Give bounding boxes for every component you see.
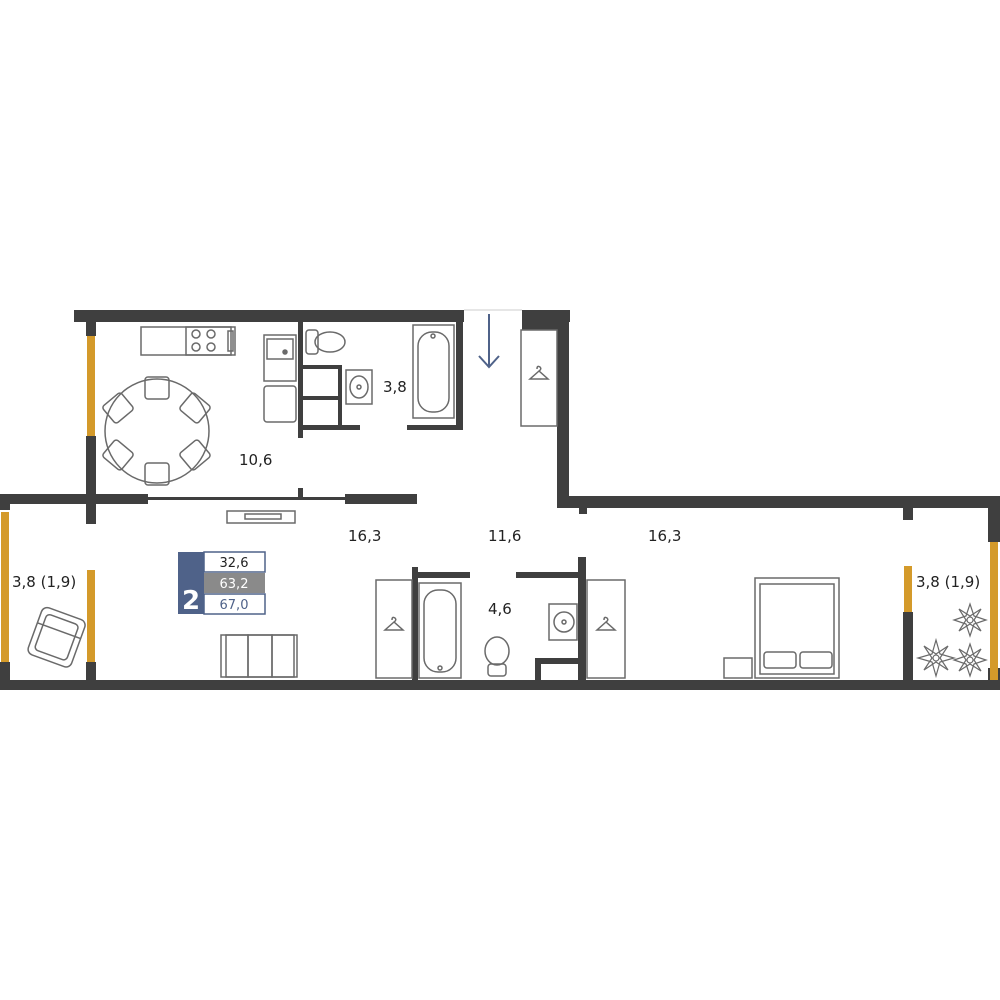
entrance-arrow-icon [478, 314, 500, 369]
living-area-label: 16,3 [348, 527, 381, 545]
balcony-right-area-label: 3,8 (1,9) [916, 573, 980, 591]
toilet-bottom-icon [484, 636, 510, 677]
bathtub-bottom-icon [418, 582, 462, 679]
area-summary-badge: 2 32,6 63,2 67,0 [178, 551, 266, 616]
tv-stand-icon [226, 510, 296, 524]
windows [1, 336, 998, 680]
sink-bottom-icon [548, 603, 578, 641]
kitchen-sink-icon [263, 334, 297, 423]
rooms-count-bg [178, 552, 204, 614]
sink-icon [345, 369, 373, 405]
kitchen-area-label: 10,6 [239, 451, 272, 469]
toilet-icon [305, 329, 346, 355]
walls [0, 310, 1000, 690]
total-area-value: 67,0 [220, 598, 249, 613]
hall-area-label: 11,6 [488, 527, 521, 545]
balcony-left-area-label: 3,8 (1,9) [12, 573, 76, 591]
balcony-left-window-outer [1, 512, 9, 662]
kitchen-window [87, 336, 95, 436]
bathroom-bottom-area-label: 4,6 [488, 600, 512, 618]
balcony-right-window-inner [904, 566, 912, 612]
balcony-left-window-inner [87, 570, 95, 662]
stove-icon [191, 329, 216, 352]
rooms-count: 2 [182, 586, 200, 616]
kitchen-counter [140, 326, 236, 356]
living-area-value: 32,6 [220, 556, 249, 571]
balcony-right-window-outer [990, 542, 998, 680]
bathroom-top-area-label: 3,8 [383, 378, 407, 396]
armchair-icon [27, 606, 86, 668]
wardrobe-top [520, 329, 558, 427]
nightstand-icon [723, 657, 753, 679]
bed-icon [754, 577, 840, 679]
bathtub-icon [412, 324, 455, 419]
area-without-balcony-value: 63,2 [220, 577, 249, 592]
sofa-icon [220, 634, 298, 678]
bedroom-area-label: 16,3 [648, 527, 681, 545]
wardrobe-living [375, 579, 413, 679]
wardrobe-bedroom [586, 579, 626, 679]
dining-table-icon [102, 376, 211, 486]
plant-icon [915, 602, 988, 679]
